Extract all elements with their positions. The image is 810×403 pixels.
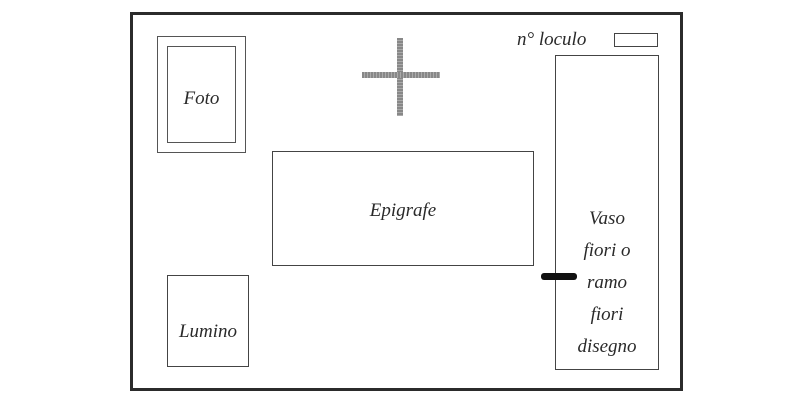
niche-number-label: n° loculo <box>517 29 587 50</box>
photo-frame-outer <box>157 36 246 153</box>
lamp-area: Lumino <box>167 275 249 367</box>
vase-label-line-4: fiori <box>590 304 624 325</box>
epitaph-label: Epigrafe <box>369 200 437 221</box>
cross-horizontal-bar <box>362 72 440 78</box>
epitaph-area: Epigrafe <box>272 151 534 266</box>
photo-label: Foto <box>183 88 220 109</box>
vase-area: Vaso fiori o ramo fiori disegno <box>555 55 659 370</box>
tombstone-plate <box>130 12 683 391</box>
vase-label-line-3: ramo <box>586 272 628 293</box>
photo-frame: Foto <box>167 46 236 143</box>
vase-label-line-5: disegno <box>577 336 637 357</box>
vase-label-line-1: Vaso <box>589 208 625 229</box>
niche-number-box <box>614 33 658 47</box>
vase-label-line-2: fiori o <box>583 240 631 261</box>
position-marker <box>541 273 577 280</box>
lamp-label: Lumino <box>178 321 238 342</box>
